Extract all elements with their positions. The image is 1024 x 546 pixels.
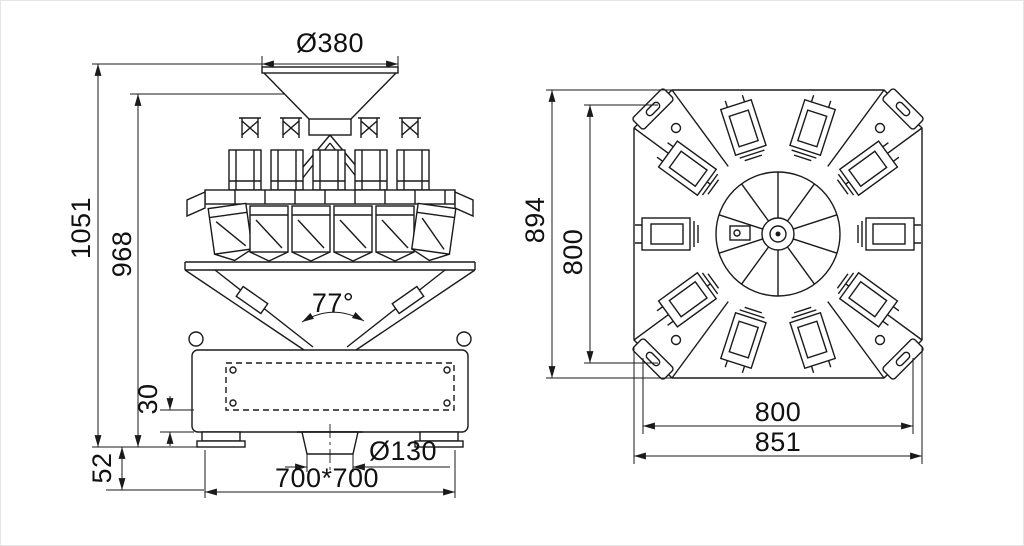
weigh-hopper xyxy=(375,205,415,262)
dim-outlet-diameter-label: Ø130 xyxy=(369,436,437,466)
dim-body-height-label: 968 xyxy=(107,231,137,278)
weigh-hopper xyxy=(291,205,331,262)
dim-frame-offset-label: 30 xyxy=(133,383,163,414)
base-frame xyxy=(191,349,469,433)
top-plan-view: 894 800 800 851 xyxy=(520,88,924,464)
lifting-lug xyxy=(456,331,472,347)
center-assembly xyxy=(715,171,841,297)
angle-arc xyxy=(301,311,365,323)
weigh-bucket xyxy=(634,217,699,251)
pool-hopper xyxy=(354,149,388,191)
dim-top-inner-height-label: 800 xyxy=(558,229,588,276)
clip-unit xyxy=(357,117,381,139)
base-door xyxy=(225,362,455,411)
dim-top-overall-width-label: 851 xyxy=(755,427,802,457)
sector-lines xyxy=(718,172,838,296)
weigh-hopper xyxy=(333,205,373,262)
clip-unit xyxy=(238,117,262,139)
clip-unit xyxy=(279,117,303,139)
pool-hopper xyxy=(312,149,346,191)
top-dimensions: 894 800 800 851 xyxy=(520,89,923,464)
dim-top-overall-height-label: 894 xyxy=(520,197,550,244)
dim-base-size-label: 700*700 xyxy=(275,463,379,493)
weigh-hopper xyxy=(207,202,255,264)
lifting-lug xyxy=(188,331,204,347)
weigh-bucket xyxy=(857,217,922,251)
discharge-cone xyxy=(184,261,476,351)
cone-bracket xyxy=(235,285,269,315)
weigh-hopper xyxy=(409,202,457,264)
dim-top-inner-width-label: 800 xyxy=(755,397,802,427)
corner-holes xyxy=(670,122,886,346)
dim-top-diameter-label: Ø380 xyxy=(296,28,364,58)
dispersion-cone xyxy=(281,134,379,193)
corner-tabs xyxy=(632,88,924,380)
pool-hoppers xyxy=(228,149,430,191)
center-point xyxy=(775,231,781,237)
pool-hopper xyxy=(270,149,304,191)
main-frame-ring xyxy=(186,189,474,218)
weigh-hoppers xyxy=(207,202,457,264)
dim-overall-height-label: 1051 xyxy=(66,197,96,259)
dim-cone-angle-label: 77° xyxy=(312,288,354,318)
clip-unit xyxy=(398,117,422,139)
dim-foot-height-label: 52 xyxy=(87,452,117,483)
front-dimensions: Ø380 1051 968 77° 30 52 Ø130 700*700 xyxy=(66,28,456,498)
cone-bracket xyxy=(391,285,425,315)
front-elevation-view: Ø380 1051 968 77° 30 52 Ø130 700*700 xyxy=(66,28,476,498)
pool-hopper xyxy=(396,149,430,191)
weigh-hopper xyxy=(249,205,289,262)
pool-hopper xyxy=(228,149,262,191)
